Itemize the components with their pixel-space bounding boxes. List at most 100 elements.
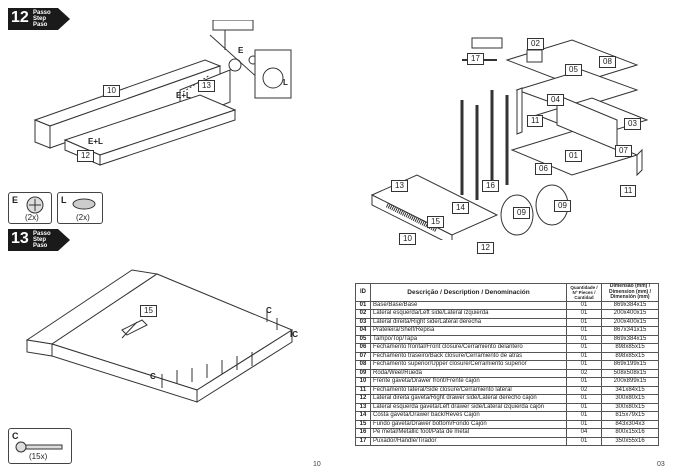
diagram-label-11-top: 11 <box>527 115 544 127</box>
diagram-label-02: 02 <box>527 38 544 50</box>
page-number-left: 10 <box>313 461 321 468</box>
cell-dim: 869x384x15 <box>601 300 659 310</box>
callout-panel-12: 12 <box>77 150 94 162</box>
hardware-c-count: (15x) <box>29 452 48 461</box>
right-page: 17 02 08 05 04 11 03 01 07 06 11 13 16 1… <box>337 0 674 476</box>
cell-desc: Lateral esquerda gaveta/Left drawer side… <box>370 402 567 412</box>
diagram-label-12: 12 <box>477 242 494 254</box>
diagram-label-14: 14 <box>452 202 469 214</box>
col-dimension: Dimensão (mm) / Dimension (mm) / Dimensi… <box>601 283 659 302</box>
step-label-line: Passo <box>33 10 51 16</box>
cell-dim: 800x15x16 <box>601 428 659 438</box>
cell-qty: 02 <box>566 368 602 378</box>
step-12-number: 12 <box>11 9 29 26</box>
cell-qty: 01 <box>566 334 602 344</box>
callout-panel-15: 15 <box>140 305 157 317</box>
cell-id: 07 <box>355 351 371 361</box>
cell-qty: 01 <box>566 394 602 404</box>
cell-desc: Pé metal/Metallic foot/Pata de metal <box>370 428 567 438</box>
cell-id: 16 <box>355 428 371 438</box>
cell-id: 13 <box>355 402 371 412</box>
cell-id: 14 <box>355 411 371 421</box>
diagram-label-07: 07 <box>615 145 632 157</box>
step-13-badge: 13 Passo Step Paso <box>8 229 70 251</box>
step-label-line: Passo <box>33 231 51 237</box>
cell-dim: 200x899x15 <box>601 377 659 387</box>
cell-qty: 01 <box>566 300 602 310</box>
cell-dim: 815x79x15 <box>601 411 659 421</box>
step-13-number: 13 <box>11 230 29 247</box>
cell-desc: Lateral esquerda/Left side/Lateral izqui… <box>370 309 567 319</box>
cell-id: 01 <box>355 300 371 310</box>
diagram-label-11-bottom: 11 <box>620 185 637 197</box>
step-label-line: Step <box>33 16 47 22</box>
table-header-row: ID Descrição / Description / Denominació… <box>355 283 659 302</box>
step-13-label: Passo Step Paso <box>33 231 51 249</box>
hardware-l-letter: L <box>61 195 67 205</box>
exploded-view-diagram <box>370 37 649 240</box>
cell-dim: 200x400x15 <box>601 309 659 319</box>
diagram-label-15: 15 <box>427 216 444 228</box>
cell-qty: 01 <box>566 351 602 361</box>
cell-desc: Lateral direita/Right side/Lateral derec… <box>370 317 567 327</box>
diagram-label-03: 03 <box>624 118 641 130</box>
hardware-c-box: C (15x) <box>8 428 72 464</box>
callout-e: E <box>238 46 244 55</box>
cell-desc: Costa gaveta/Drawer back/Revés Cajón <box>370 411 567 421</box>
cell-desc: Fechamento lateral/Side closure/Cerramie… <box>370 385 567 395</box>
cell-desc: Frente gaveta/Drawer front/Frente cajón <box>370 377 567 387</box>
col-id: ID <box>355 283 371 302</box>
step-13-illustration <box>25 269 294 403</box>
cell-id: 05 <box>355 334 371 344</box>
diagram-label-01: 01 <box>565 150 582 162</box>
col-quantity: Quantidade / Nº Pieces / Cantidad <box>566 283 602 302</box>
cell-id: 11 <box>355 385 371 395</box>
cell-qty: 04 <box>566 428 602 438</box>
cell-qty: 01 <box>566 402 602 412</box>
diagram-label-10: 10 <box>399 233 416 245</box>
cell-desc: Tampo/Top/Tapa <box>370 334 567 344</box>
hardware-e-box: E (2x) <box>8 192 52 224</box>
col-description: Descrição / Description / Denominación <box>370 283 567 302</box>
cell-desc: Lateral direita gaveta/Right drawer side… <box>370 394 567 404</box>
step-arrow-shape <box>8 229 70 251</box>
callout-e-plus-l-top: E+L <box>176 91 191 100</box>
cell-dim: 350x55x16 <box>601 436 659 446</box>
hardware-l-count: (2x) <box>76 213 90 222</box>
cell-qty: 01 <box>566 411 602 421</box>
cell-desc: Base/Base/Base <box>370 300 567 310</box>
cell-id: 06 <box>355 343 371 353</box>
cell-qty: 01 <box>566 317 602 327</box>
diagram-label-04: 04 <box>547 94 564 106</box>
cell-id: 12 <box>355 394 371 404</box>
cell-desc: Prateleira/Shelf/Repisa <box>370 326 567 336</box>
cell-id: 17 <box>355 436 371 446</box>
hardware-l-box: L (2x) <box>57 192 103 224</box>
cell-id: 15 <box>355 419 371 429</box>
cell-qty: 02 <box>566 385 602 395</box>
callout-c-lower: C <box>150 372 156 381</box>
cell-dim: 898x85x15 <box>601 351 659 361</box>
step-arrow-shape <box>8 8 70 30</box>
cell-id: 04 <box>355 326 371 336</box>
diagram-label-13: 13 <box>391 180 408 192</box>
cell-dim: 869x199x15 <box>601 360 659 370</box>
hardware-e-letter: E <box>12 195 19 205</box>
cell-dim: 898x85x15 <box>601 343 659 353</box>
cell-qty: 01 <box>566 436 602 446</box>
cell-qty: 01 <box>566 377 602 387</box>
step-12-illustration <box>33 20 292 166</box>
cell-desc: Fechamento superior/Upper closure/Cerram… <box>370 360 567 370</box>
page-number-right: 03 <box>657 461 665 468</box>
step-label-line: Step <box>33 237 47 243</box>
